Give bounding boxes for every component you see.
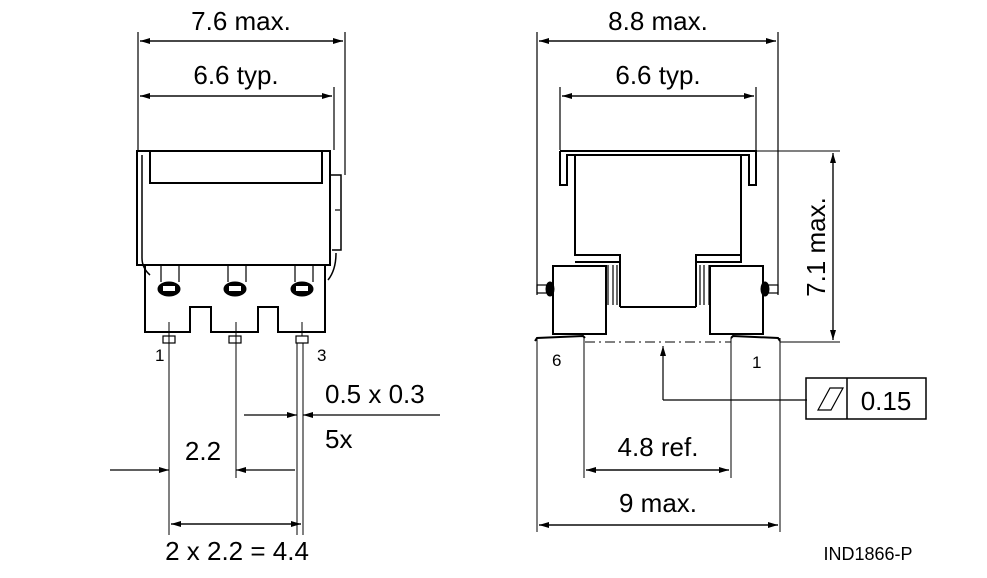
left-width-max-label: 7.6 max. bbox=[191, 6, 291, 36]
tolerance-value: 0.15 bbox=[861, 386, 912, 416]
ref-width-label: 4.8 ref. bbox=[618, 432, 699, 462]
tolerance-frame bbox=[805, 377, 927, 420]
right-width-typ-label: 6.6 typ. bbox=[615, 60, 700, 90]
flatness-icon bbox=[816, 387, 845, 411]
left-view bbox=[110, 32, 440, 535]
left-pin-1-label: 1 bbox=[155, 346, 164, 365]
right-view bbox=[534, 32, 927, 532]
pitch-label: 2.2 bbox=[185, 436, 221, 466]
height-max-label: 7.1 max. bbox=[801, 197, 831, 297]
pin-count-label: 5x bbox=[325, 424, 352, 454]
component-body-side bbox=[136, 150, 342, 333]
right-width-max-label: 8.8 max. bbox=[608, 6, 708, 36]
right-pin-6-label: 6 bbox=[552, 351, 561, 370]
left-width-typ-label: 6.6 typ. bbox=[193, 60, 278, 90]
side-nubs bbox=[536, 281, 779, 297]
left-pin-3-label: 3 bbox=[317, 346, 326, 365]
span-label: 2 x 2.2 = 4.4 bbox=[165, 536, 309, 566]
right-pin-1-label: 1 bbox=[752, 353, 761, 372]
drawing-code: IND1866-P bbox=[823, 544, 912, 564]
component-body-front bbox=[534, 150, 781, 342]
tolerance-leader bbox=[660, 346, 807, 401]
pin-eyelets bbox=[157, 281, 314, 297]
pin-size-label: 0.5 x 0.3 bbox=[325, 379, 425, 409]
base-max-label: 9 max. bbox=[619, 488, 697, 518]
